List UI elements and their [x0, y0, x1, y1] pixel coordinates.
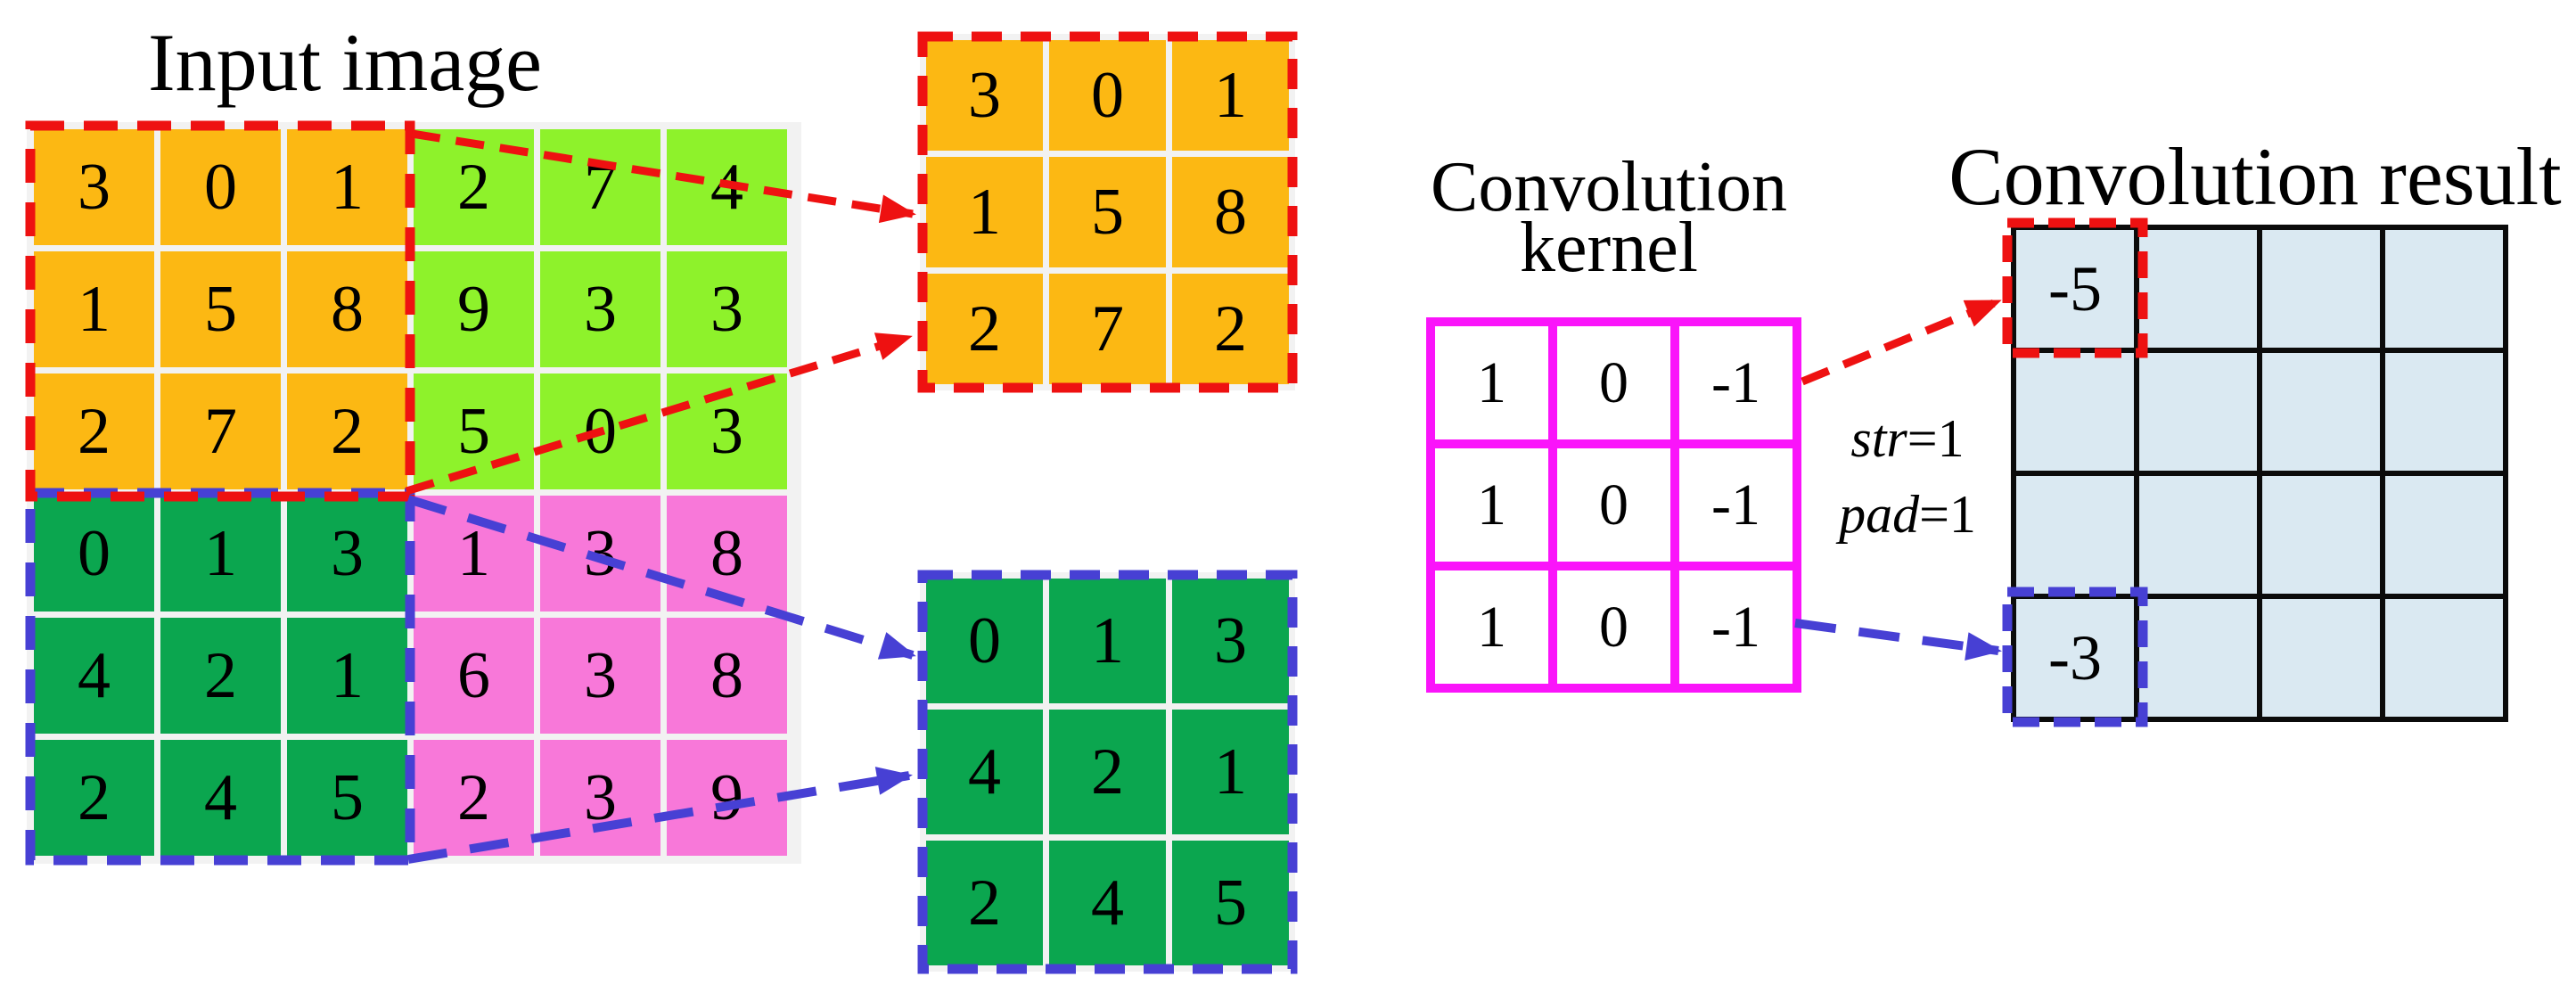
result-cell [2139, 230, 2257, 348]
result-cell: -5 [2016, 230, 2134, 348]
input-image-cell: 8 [287, 251, 407, 367]
input-image-cell: 2 [414, 740, 534, 856]
input-image-cell: 8 [667, 618, 787, 734]
input-image-cell: 8 [667, 496, 787, 612]
patch-orange-cell: 1 [926, 157, 1043, 267]
patch-green-cell: 0 [926, 579, 1043, 703]
kernel-cell: 1 [1435, 570, 1548, 684]
patch-green-cell: 4 [1049, 841, 1166, 965]
kernel-title-line2: kernel [1520, 209, 1698, 287]
input-image-cell: 1 [287, 129, 407, 245]
result-title: Convolution result [1948, 131, 2562, 222]
input-image-cell: 3 [287, 496, 407, 612]
patch-green-cell: 1 [1049, 579, 1166, 703]
padding-value: =1 [1919, 485, 1976, 544]
patch-orange-cell: 5 [1049, 157, 1166, 267]
input-image-cell: 5 [160, 251, 281, 367]
kernel-cell: -1 [1679, 448, 1793, 562]
kernel-cell: 0 [1557, 448, 1670, 562]
arrow-kernel-to-result-blue [1794, 619, 2002, 661]
input-image-title: Input image [148, 17, 542, 108]
result-cell [2262, 230, 2380, 348]
patch-orange-cell: 2 [926, 274, 1043, 384]
result-cell [2262, 476, 2380, 594]
kernel-cell: -1 [1679, 570, 1793, 684]
input-image-cell: 2 [414, 129, 534, 245]
result-cell [2385, 476, 2503, 594]
input-image-cell: 3 [540, 740, 660, 856]
patch-orange-cell: 3 [926, 40, 1043, 151]
input-image-cell: 3 [540, 618, 660, 734]
input-image-cell: 7 [540, 129, 660, 245]
patch-orange-cell: 8 [1172, 157, 1289, 267]
input-image-cell: 6 [414, 618, 534, 734]
result-cell [2385, 599, 2503, 717]
input-image-cell: 3 [667, 373, 787, 489]
input-image-cell: 1 [160, 496, 281, 612]
arrow-kernel-to-result-red [1801, 297, 2002, 386]
patch-green-cell: 3 [1172, 579, 1289, 703]
input-image-cell: 2 [287, 373, 407, 489]
result-cell [2385, 353, 2503, 471]
stride-var: str [1850, 409, 1907, 468]
input-image-cell: 3 [667, 251, 787, 367]
patch-green-cell: 4 [926, 710, 1043, 834]
kernel-cell: 1 [1435, 448, 1548, 562]
kernel-title: Convolution kernel [1395, 148, 1823, 287]
input-image-cell: 5 [414, 373, 534, 489]
patch-green-cell: 1 [1172, 710, 1289, 834]
patch-orange-cell: 7 [1049, 274, 1166, 384]
patch-orange-cell: 0 [1049, 40, 1166, 151]
padding-param-label: pad=1 [1823, 488, 1992, 541]
result-cell [2385, 230, 2503, 348]
padding-var: pad [1839, 485, 1920, 544]
kernel-cell: 0 [1557, 326, 1670, 439]
stride-param-label: str=1 [1823, 412, 1992, 465]
result-cell [2016, 353, 2134, 471]
patch-orange-cell: 1 [1172, 40, 1289, 151]
patch-orange-cell: 2 [1172, 274, 1289, 384]
input-image-cell: 1 [414, 496, 534, 612]
input-image-cell: 1 [287, 618, 407, 734]
result-cell [2262, 599, 2380, 717]
input-image-cell: 3 [34, 129, 154, 245]
input-image-cell: 2 [34, 373, 154, 489]
input-image-cell: 0 [160, 129, 281, 245]
input-image-cell: 2 [34, 740, 154, 856]
result-cell [2016, 476, 2134, 594]
input-image-cell: 1 [34, 251, 154, 367]
input-image-cell: 4 [160, 740, 281, 856]
input-image-cell: 0 [540, 373, 660, 489]
input-image-cell: 3 [540, 496, 660, 612]
input-image-cell: 5 [287, 740, 407, 856]
input-image-cell: 3 [540, 251, 660, 367]
patch-green-cell: 5 [1172, 841, 1289, 965]
result-cell [2139, 599, 2257, 717]
input-image-cell: 4 [34, 618, 154, 734]
input-image-cell: 9 [414, 251, 534, 367]
kernel-cell: 1 [1435, 326, 1548, 439]
stride-value: =1 [1907, 409, 1965, 468]
input-image-cell: 4 [667, 129, 787, 245]
kernel-title-line1: Convolution [1430, 148, 1788, 226]
patch-green-cell: 2 [926, 841, 1043, 965]
kernel-cell: 0 [1557, 570, 1670, 684]
result-cell [2139, 353, 2257, 471]
input-image-cell: 9 [667, 740, 787, 856]
input-image-cell: 0 [34, 496, 154, 612]
input-image-cell: 7 [160, 373, 281, 489]
patch-green-cell: 2 [1049, 710, 1166, 834]
result-cell [2139, 476, 2257, 594]
result-grid: -5 -3 [2011, 225, 2508, 722]
result-cell: -3 [2016, 599, 2134, 717]
result-cell [2262, 353, 2380, 471]
input-image-cell: 2 [160, 618, 281, 734]
kernel-cell: -1 [1679, 326, 1793, 439]
